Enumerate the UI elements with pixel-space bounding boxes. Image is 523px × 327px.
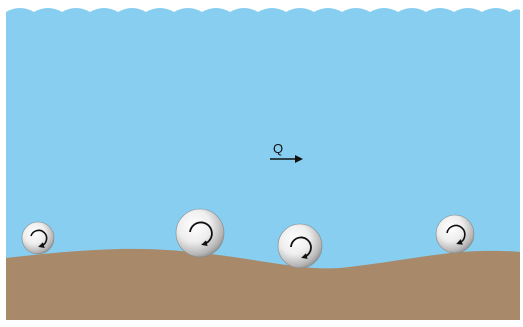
sediment-grain (22, 222, 54, 254)
flow-discharge-label: Q (273, 142, 283, 155)
sediment-grain (176, 209, 224, 257)
sediment-grain (436, 215, 474, 253)
sediment-grain (278, 224, 322, 268)
